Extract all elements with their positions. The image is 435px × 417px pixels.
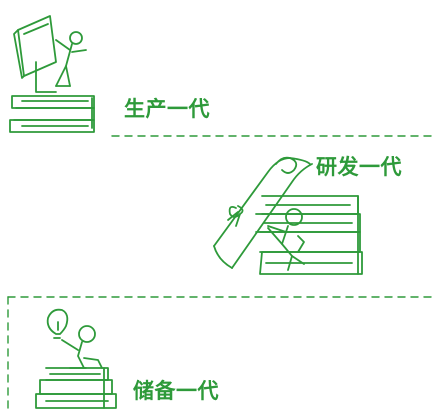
stage-label-research: 研发一代 — [316, 155, 402, 179]
stage-label-reserve: 储备一代 — [133, 379, 219, 403]
stage-label-production: 生产一代 — [124, 97, 210, 121]
